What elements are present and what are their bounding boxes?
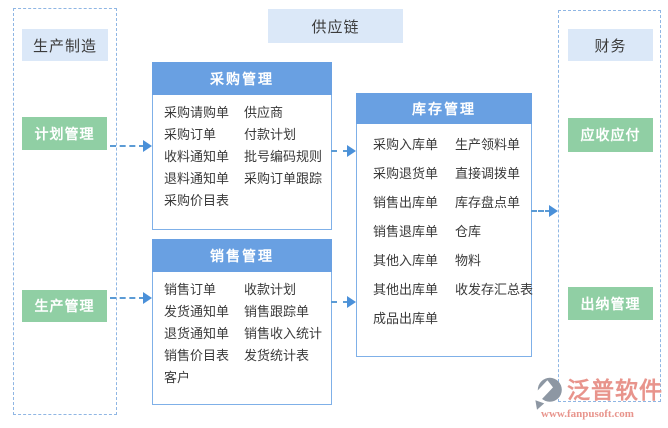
sales-right-column: 收款计划 销售跟踪单 销售收入统计 发货统计表	[244, 279, 322, 367]
arrow-line	[331, 150, 349, 152]
module-item: 退料通知单	[164, 171, 230, 186]
inventory-module-header: 库存管理	[356, 93, 532, 124]
module-item: 其他入库单	[373, 253, 439, 268]
module-item: 生产领料单	[455, 137, 521, 152]
sales-module-header: 销售管理	[152, 239, 332, 272]
arrow-head-icon	[549, 205, 558, 217]
module-item: 采购请购单	[164, 105, 230, 120]
module-item: 收发存汇总表	[455, 282, 534, 297]
node-cashier-management-text: 出纳管理	[580, 295, 641, 312]
production-group-container	[13, 8, 117, 415]
module-item: 仓库	[455, 224, 482, 239]
finance-group-title-text: 财务	[594, 37, 627, 55]
node-receivable-payable-text: 应收应付	[580, 127, 641, 143]
arrow-head-icon	[347, 296, 356, 308]
arrow-line	[531, 210, 551, 212]
module-item: 物料	[455, 253, 482, 268]
sales-left-column: 销售订单 发货通知单 退货通知单 销售价目表 客户	[164, 279, 229, 389]
purchase-module-body: 采购请购单 采购订单 收料通知单 退料通知单 采购价目表 供应商 付款计划 批号…	[153, 95, 331, 228]
node-production-management: 生产管理	[22, 290, 107, 322]
arrow-line	[110, 145, 145, 147]
supply-chain-label-text: 供应链	[311, 18, 360, 36]
arrow-head-icon	[143, 140, 152, 152]
module-item: 采购入库单	[373, 137, 439, 152]
arrow-line	[110, 297, 145, 299]
logo-name-text: 泛普软件	[567, 377, 663, 403]
arrow-head-icon	[143, 292, 152, 304]
node-receivable-payable: 应收应付	[568, 118, 653, 152]
production-group-title-text: 生产制造	[32, 37, 97, 55]
sales-module-body: 销售订单 发货通知单 退货通知单 销售价目表 客户 收款计划 销售跟踪单 销售收…	[153, 272, 331, 403]
finance-group-container	[558, 10, 661, 402]
purchase-module: 采购管理 采购请购单 采购订单 收料通知单 退料通知单 采购价目表 供应商 付款…	[152, 62, 332, 230]
fanpu-logo-icon	[533, 377, 562, 410]
purchase-left-column: 采购请购单 采购订单 收料通知单 退料通知单 采购价目表	[164, 102, 229, 212]
sales-module: 销售管理 销售订单 发货通知单 退货通知单 销售价目表 客户 收款计划 销售跟踪…	[152, 239, 332, 405]
node-production-management-text: 生产管理	[34, 298, 95, 314]
module-item: 供应商	[244, 105, 284, 120]
module-item: 销售收入统计	[244, 326, 323, 341]
module-item: 销售跟踪单	[244, 304, 310, 319]
node-plan-management-text: 计划管理	[34, 125, 95, 142]
module-item: 收料通知单	[164, 149, 230, 164]
module-item: 采购订单	[164, 127, 217, 142]
inventory-module: 库存管理 采购入库单 采购退货单 销售出库单 销售退库单 其他入库单 其他出库单…	[356, 93, 533, 357]
module-item: 付款计划	[244, 127, 297, 142]
module-item: 销售出库单	[373, 195, 439, 210]
node-plan-management: 计划管理	[22, 117, 107, 150]
arrow-line	[331, 301, 349, 303]
fanpu-watermark: 泛普软件 www.fanpusoft.com	[533, 376, 665, 420]
module-item: 库存盘点单	[455, 195, 521, 210]
inventory-module-body: 采购入库单 采购退货单 销售出库单 销售退库单 其他入库单 其他出库单 成品出库…	[357, 124, 533, 353]
module-item: 直接调拨单	[455, 166, 521, 181]
module-item: 采购价目表	[164, 193, 230, 208]
module-item: 销售退库单	[373, 224, 439, 239]
module-item: 销售价目表	[164, 348, 230, 363]
module-item: 发货统计表	[244, 348, 310, 363]
logo-row: 泛普软件	[533, 376, 665, 410]
module-item: 发货通知单	[164, 304, 230, 319]
module-item: 退货通知单	[164, 326, 230, 341]
module-item: 采购退货单	[373, 166, 439, 181]
module-item: 客户	[164, 370, 191, 385]
module-item: 成品出库单	[373, 311, 439, 326]
logo-site-url: www.fanpusoft.com	[541, 408, 634, 420]
arrow-head-icon	[347, 145, 356, 157]
module-item: 销售订单	[164, 282, 217, 297]
inventory-right-column: 生产领料单 直接调拨单 库存盘点单 仓库 物料 收发存汇总表	[455, 130, 533, 304]
inventory-left-column: 采购入库单 采购退货单 销售出库单 销售退库单 其他入库单 其他出库单 成品出库…	[373, 130, 438, 333]
module-item: 收款计划	[244, 282, 297, 297]
finance-group-title: 财务	[568, 29, 653, 61]
module-item: 采购订单跟踪	[244, 171, 323, 186]
module-item: 其他出库单	[373, 282, 439, 297]
purchase-module-header: 采购管理	[152, 62, 332, 95]
purchase-right-column: 供应商 付款计划 批号编码规则 采购订单跟踪	[244, 102, 322, 190]
production-group-title: 生产制造	[22, 29, 108, 61]
node-cashier-management: 出纳管理	[568, 287, 653, 320]
supply-chain-label: 供应链	[268, 9, 403, 43]
module-item: 批号编码规则	[244, 149, 323, 164]
